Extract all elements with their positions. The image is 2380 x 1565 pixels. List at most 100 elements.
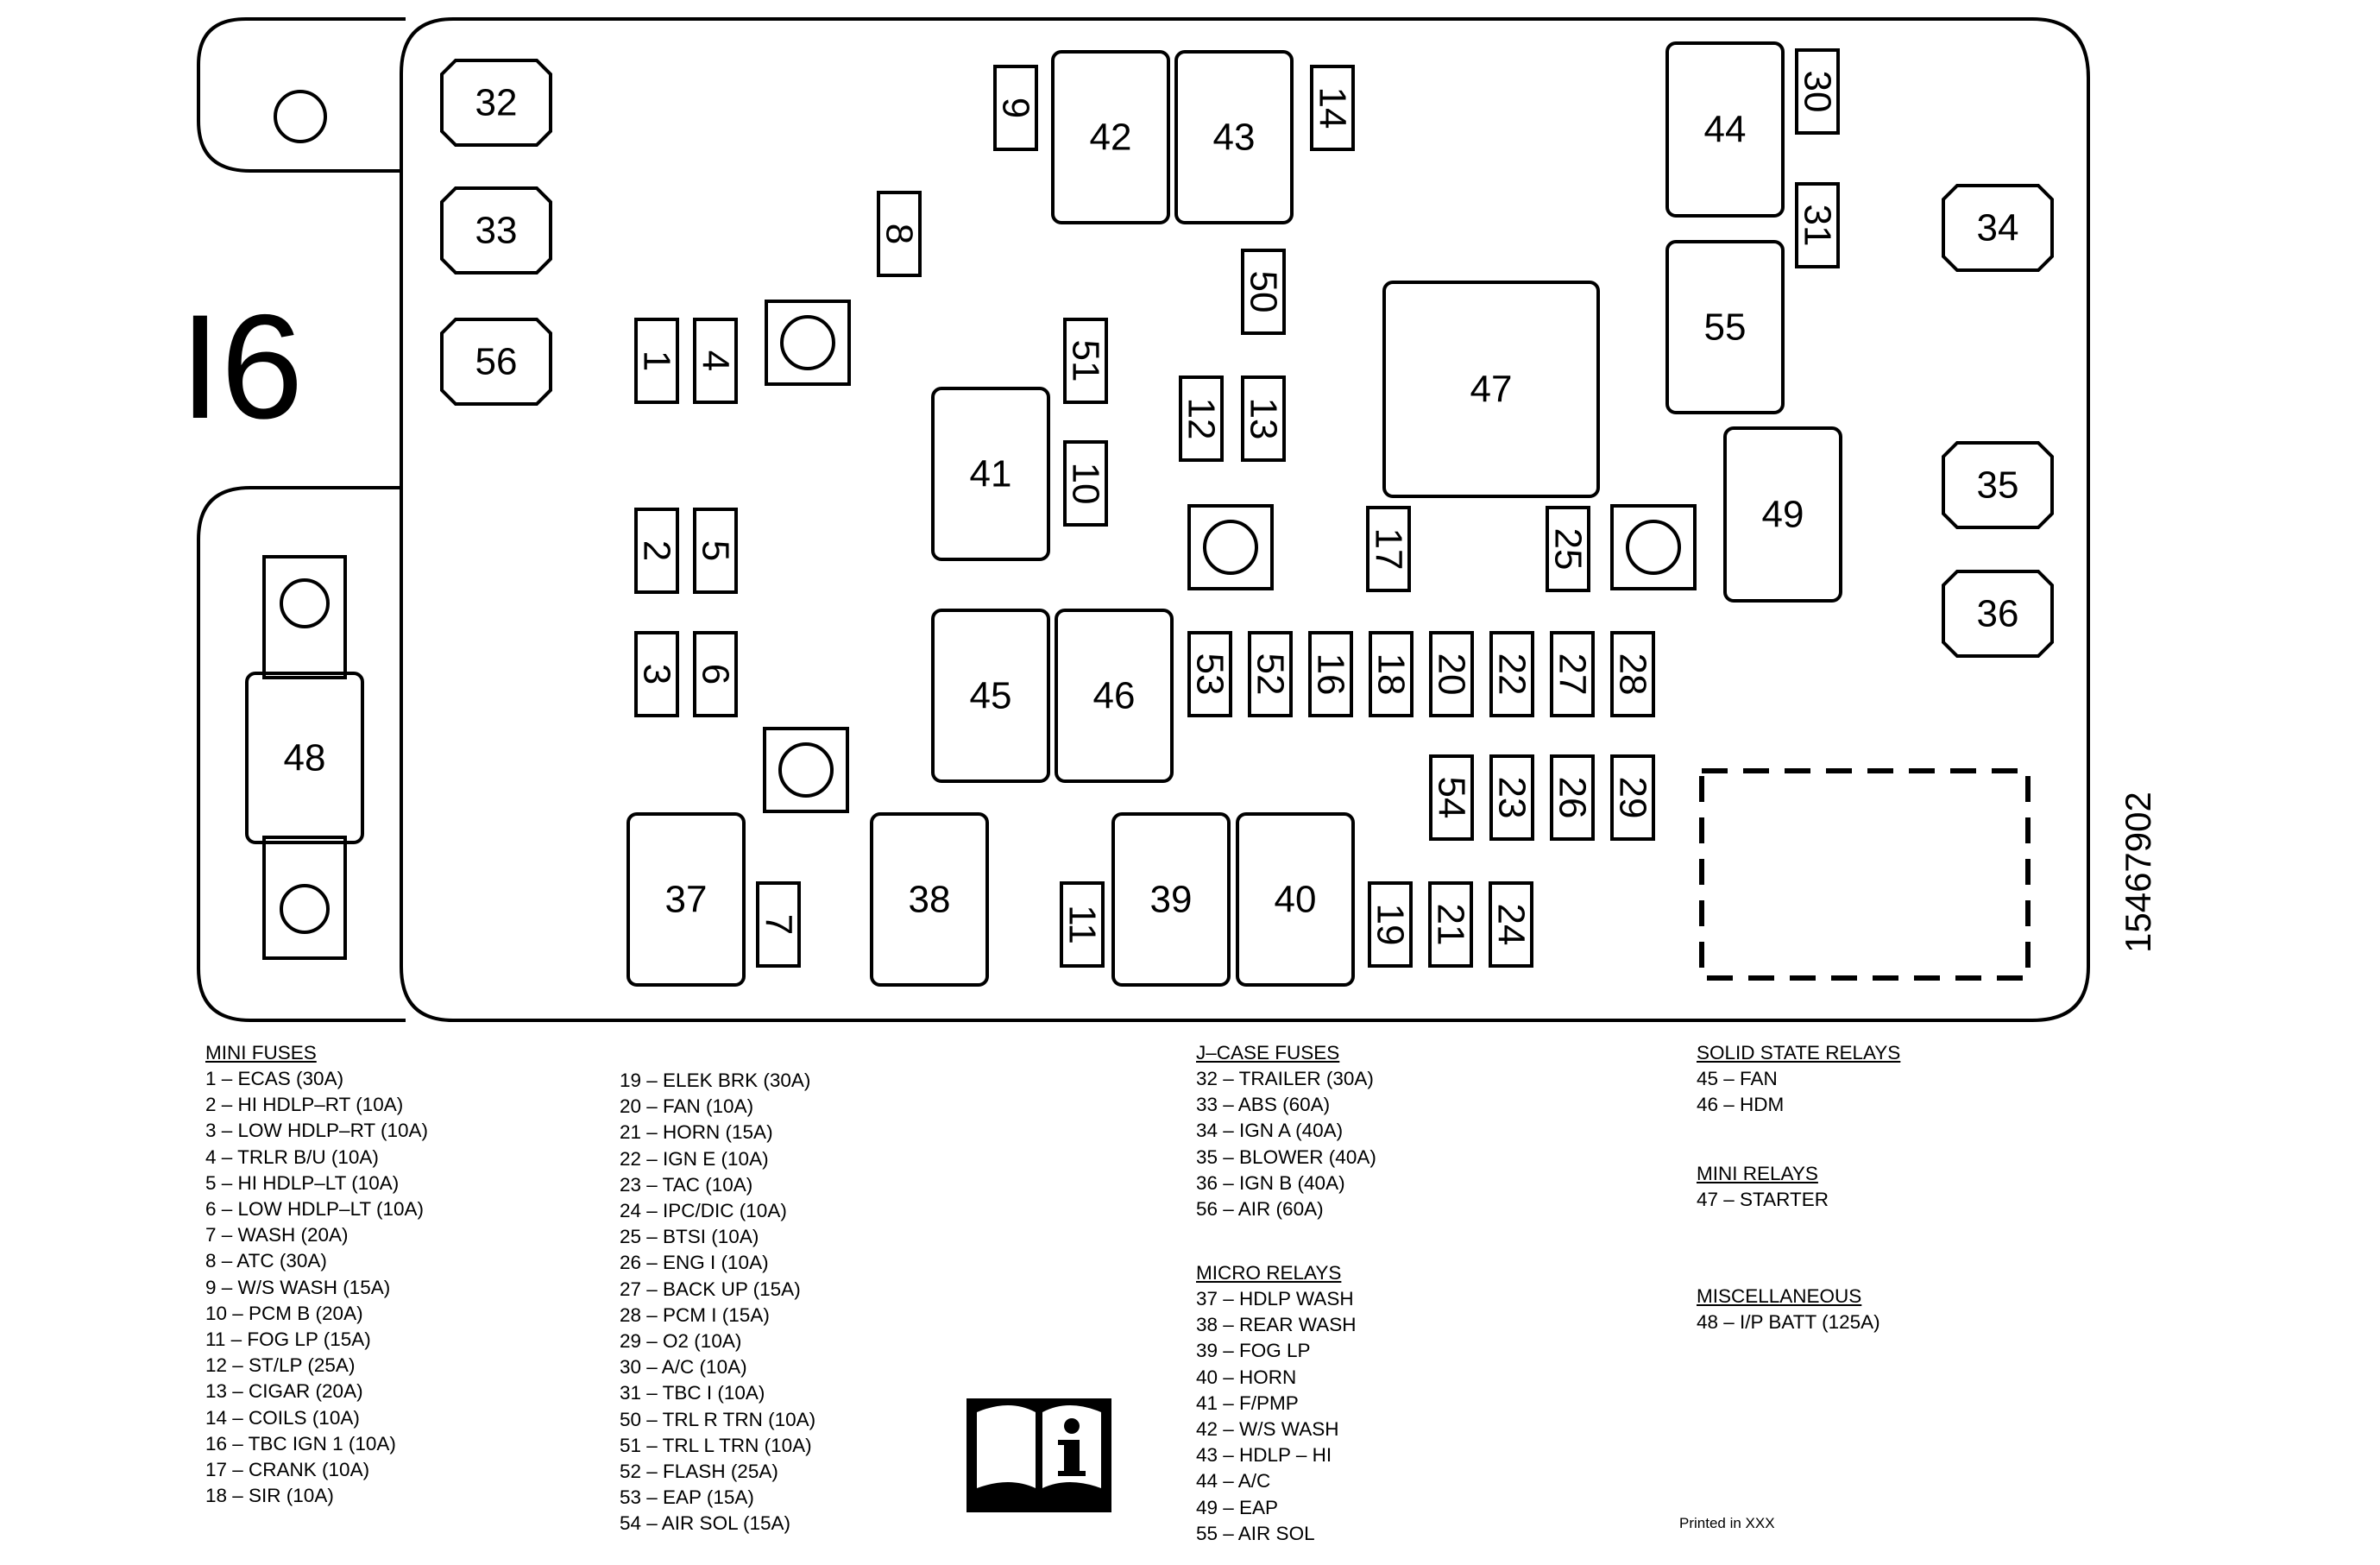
fuse-7: 7 <box>756 881 801 968</box>
fuse-label: 2 <box>636 540 678 561</box>
fuse-label: 11 <box>1061 905 1104 944</box>
manual-info-icon <box>966 1398 1111 1512</box>
fuse-16: 16 <box>1308 631 1353 717</box>
legend-title-mini-relays: MINI RELAYS <box>1697 1163 1818 1184</box>
legend-title-solid-state-relays: SOLID STATE RELAYS <box>1697 1042 1901 1063</box>
fuse-label: 8 <box>878 224 921 244</box>
legend-item: 50 – TRL R TRN (10A) <box>620 1408 816 1430</box>
legend-title-miscellaneous: MISCELLANEOUS <box>1697 1285 1862 1307</box>
relay-label: 37 <box>665 879 708 921</box>
legend-item: 28 – PCM I (15A) <box>620 1303 770 1326</box>
fuse-54: 54 <box>1429 754 1474 841</box>
fuse-label: 28 <box>1612 653 1654 696</box>
fuse-label: 30 <box>1797 71 1839 113</box>
legend-item: 31 – TBC I (10A) <box>620 1382 765 1404</box>
megafuse-48 <box>262 555 347 960</box>
legend-item: 11 – FOG LP (15A) <box>205 1328 371 1351</box>
legend-item: 18 – SIR (10A) <box>205 1485 334 1507</box>
legend-item: 43 – HDLP – HI <box>1196 1444 1332 1467</box>
jcase-fuse-label: 33 <box>475 210 518 252</box>
fuse-25: 25 <box>1546 506 1590 592</box>
fuse-20: 20 <box>1429 631 1474 717</box>
fuse-31: 31 <box>1795 182 1840 268</box>
fuse-label: 5 <box>695 540 737 561</box>
fuse-label: 20 <box>1431 653 1473 696</box>
legend-item: 7 – WASH (20A) <box>205 1224 349 1246</box>
legend-item: 8 – ATC (30A) <box>205 1250 327 1272</box>
relay-label: 46 <box>1093 675 1136 717</box>
relay-40: 40 <box>1236 812 1355 987</box>
relay-label: 39 <box>1150 879 1193 921</box>
legend-item: 19 – ELEK BRK (30A) <box>620 1070 811 1091</box>
jcase-fuse-35: 35 <box>1942 441 2054 529</box>
fuse-label: 53 <box>1189 653 1231 696</box>
jcase-fuse-34: 34 <box>1942 184 2054 272</box>
relay-label: 45 <box>970 675 1012 717</box>
fuse-6: 6 <box>693 631 738 717</box>
legend-item: 35 – BLOWER (40A) <box>1196 1145 1376 1168</box>
jcase-fuse-33: 33 <box>440 186 552 275</box>
legend-item: 54 – AIR SOL (15A) <box>620 1512 791 1535</box>
legend-item: 14 – COILS (10A) <box>205 1406 360 1429</box>
legend-title-mini-fuses: MINI FUSES <box>205 1042 317 1063</box>
fuse-10: 10 <box>1063 440 1108 527</box>
fuse-label: 16 <box>1310 653 1352 696</box>
fuse-label: 14 <box>1312 87 1354 129</box>
fuse-3: 3 <box>634 631 679 717</box>
jcase-fuse-56: 56 <box>440 318 552 406</box>
fuse-label: 9 <box>995 98 1037 118</box>
legend-mini-fuses-col2: 19 – ELEK BRK (30A)20 – FAN (10A)21 – HO… <box>620 1068 815 1537</box>
relay-48: 48 <box>245 672 364 844</box>
relay-label: 42 <box>1090 117 1132 159</box>
mounting-hole <box>1610 504 1697 590</box>
fuse-label: 7 <box>758 914 800 935</box>
fuse-label: 19 <box>1369 904 1412 946</box>
fuse-29: 29 <box>1610 754 1655 841</box>
relay-41: 41 <box>931 387 1050 561</box>
legend-item: 39 – FOG LP <box>1196 1340 1311 1362</box>
legend-item: 37 – HDLP WASH <box>1196 1288 1354 1309</box>
mounting-hole <box>1187 504 1274 590</box>
legend-mini-fuses-col1: MINI FUSES 1 – ECAS (30A)2 – HI HDLP–RT … <box>205 1040 428 1509</box>
legend-title-jcase-fuses: J–CASE FUSES <box>1196 1042 1340 1063</box>
legend-item: 24 – IPC/DIC (10A) <box>620 1200 787 1222</box>
fuse-label: 6 <box>695 664 737 685</box>
legend-item: 51 – TRL L TRN (10A) <box>620 1434 812 1456</box>
fuse-19: 19 <box>1368 881 1413 968</box>
fuse-1: 1 <box>634 318 679 404</box>
fuse-label: 25 <box>1547 528 1590 571</box>
legend-item: 44 – A/C <box>1196 1470 1271 1492</box>
legend-item: 47 – STARTER <box>1697 1189 1829 1210</box>
legend-item: 23 – TAC (10A) <box>620 1173 753 1196</box>
relay-42: 42 <box>1051 50 1170 224</box>
relay-38: 38 <box>870 812 989 987</box>
legend-item: 9 – W/S WASH (15A) <box>205 1276 391 1298</box>
fuse-26: 26 <box>1550 754 1595 841</box>
legend-item: 33 – ABS (60A) <box>1196 1094 1331 1116</box>
legend-mini-relays: MINI RELAYS 47 – STARTER <box>1697 1161 1829 1213</box>
legend-item: 41 – F/PMP <box>1196 1391 1299 1414</box>
legend-item: 3 – LOW HDLP–RT (10A) <box>205 1120 429 1142</box>
fuse-label: 3 <box>636 664 678 685</box>
fuse-label: 31 <box>1797 205 1839 247</box>
relay-43: 43 <box>1174 50 1294 224</box>
legend-item: 16 – TBC IGN 1 (10A) <box>205 1432 396 1455</box>
jcase-fuse-label: 56 <box>475 341 518 383</box>
legend-item: 25 – BTSI (10A) <box>620 1226 759 1248</box>
jcase-fuse-32: 32 <box>440 59 552 147</box>
fuse-label: 13 <box>1243 398 1285 440</box>
fuse-label: 51 <box>1065 340 1107 382</box>
fuse-24: 24 <box>1489 881 1533 968</box>
legend-item: 22 – IGN E (10A) <box>620 1147 769 1170</box>
jcase-fuse-label: 32 <box>475 82 518 124</box>
fuse-52: 52 <box>1248 631 1293 717</box>
box-label: I6 <box>179 284 303 450</box>
fuse-5: 5 <box>693 508 738 594</box>
legend-item: 20 – FAN (10A) <box>620 1095 754 1118</box>
relay-49: 49 <box>1723 426 1842 603</box>
